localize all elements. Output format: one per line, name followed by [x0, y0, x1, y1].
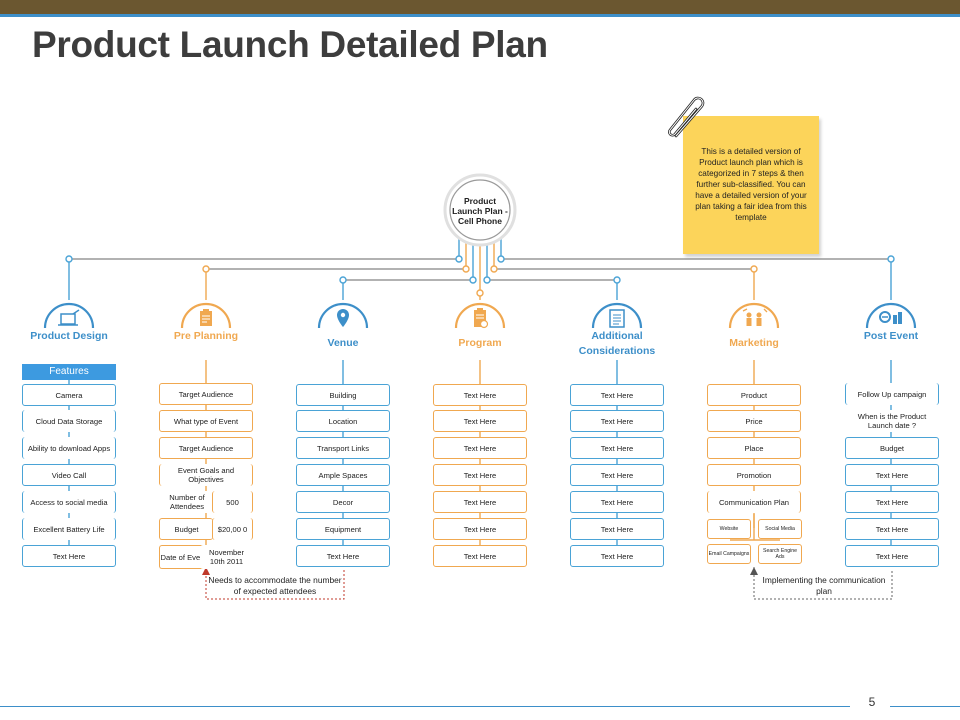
- venue-item: Building: [296, 384, 390, 406]
- paperclip-icon: [668, 96, 705, 138]
- program-item: Text Here: [433, 410, 527, 432]
- program-item: Text Here: [433, 545, 527, 567]
- product-design-item: Camera: [22, 384, 116, 406]
- program-item: Text Here: [433, 491, 527, 513]
- post-event-item: Follow Up campaign: [845, 383, 939, 405]
- venue-item: Equipment: [296, 518, 390, 540]
- venue-item: Transport Links: [296, 437, 390, 459]
- additional-item: Text Here: [570, 545, 664, 567]
- page-number: 5: [868, 695, 876, 709]
- program-clipboard-icon: [474, 308, 489, 329]
- marketing-sub-item: Website: [707, 519, 751, 539]
- pre-planning-item: Target Audience: [159, 437, 253, 459]
- product-design-item: Cloud Data Storage: [22, 410, 116, 432]
- search-chart-icon: [879, 311, 902, 324]
- category-title-pre-planning: Pre Planning: [173, 330, 239, 342]
- page-title: Product Launch Detailed Plan: [32, 24, 548, 65]
- venue-item: Text Here: [296, 545, 390, 567]
- budget-label: Budget: [159, 518, 213, 540]
- product-design-item: Access to social media: [22, 491, 116, 513]
- additional-item: Text Here: [570, 464, 664, 486]
- additional-item: Text Here: [570, 410, 664, 432]
- program-item: Text Here: [433, 464, 527, 486]
- date-value: November 10th 2011: [200, 545, 253, 569]
- marketing-item: Place: [707, 437, 801, 459]
- top-accent-line: [0, 14, 960, 17]
- people-megaphone-icon: [742, 308, 768, 326]
- footer-line-right: [890, 706, 960, 707]
- post-event-item: Text Here: [845, 491, 939, 513]
- marketing-sub-item: Social Media: [758, 519, 802, 539]
- pre-planning-item: What type of Event: [159, 410, 253, 432]
- category-title-product-design: Product Design: [30, 330, 108, 342]
- budget-value: $20,00 0: [212, 518, 253, 540]
- date-label: Date of Event: [159, 545, 207, 569]
- product-design-item: Ability to download Apps: [22, 437, 116, 459]
- marketing-item: Communication Plan: [707, 491, 801, 513]
- product-design-item: Video Call: [22, 464, 116, 486]
- program-item: Text Here: [433, 384, 527, 406]
- marketing-sub-item: Email Campaigns: [707, 544, 751, 564]
- additional-item: Text Here: [570, 518, 664, 540]
- venue-item: Location: [296, 410, 390, 432]
- attendees-label: Number of Attendees: [159, 491, 215, 513]
- post-event-item: Budget: [845, 437, 939, 459]
- clipboard-icon: [200, 309, 212, 326]
- laptop-icon: [58, 309, 80, 326]
- post-event-item: Text Here: [845, 464, 939, 486]
- additional-item: Text Here: [570, 437, 664, 459]
- program-item: Text Here: [433, 437, 527, 459]
- features-header: Features: [22, 364, 116, 380]
- category-title-program: Program: [458, 337, 502, 349]
- product-design-item: Text Here: [22, 545, 116, 567]
- product-design-item: Excellent Battery Life: [22, 518, 116, 540]
- attendees-value: 500: [212, 491, 253, 513]
- checklist-icon: [609, 309, 625, 328]
- top-bar: [0, 0, 960, 14]
- additional-item: Text Here: [570, 491, 664, 513]
- post-event-item: Text Here: [845, 545, 939, 567]
- marketing-sub-item: Search Engine Ads: [758, 544, 802, 564]
- category-title-additional-considerations: Additional Considerations: [578, 330, 656, 357]
- center-node-label: Product Launch Plan - Cell Phone: [452, 196, 508, 226]
- post-event-item: Text Here: [845, 518, 939, 540]
- category-title-marketing: Marketing: [729, 337, 779, 349]
- additional-item: Text Here: [570, 384, 664, 406]
- callout-communication: Implementing the communication plan: [762, 575, 886, 596]
- category-title-post-event: Post Event: [863, 330, 919, 342]
- marketing-item: Promotion: [707, 464, 801, 486]
- sticky-note: [683, 116, 819, 254]
- venue-item: Decor: [296, 491, 390, 513]
- program-item: Text Here: [433, 518, 527, 540]
- pre-planning-item: Target Audience: [159, 383, 253, 405]
- category-title-venue: Venue: [327, 337, 359, 349]
- marketing-item: Price: [707, 410, 801, 432]
- venue-item: Ample Spaces: [296, 464, 390, 486]
- location-pin-icon: [337, 309, 349, 327]
- callout-attendees: Needs to accommodate the number of expec…: [208, 575, 342, 596]
- pre-planning-item: Event Goals and Objectives: [159, 464, 253, 486]
- marketing-item: Product: [707, 384, 801, 406]
- sticky-note-text: This is a detailed version of Product la…: [695, 147, 807, 222]
- footer-line-left: [0, 706, 850, 707]
- post-event-item: When is the Product Launch date ?: [845, 410, 939, 432]
